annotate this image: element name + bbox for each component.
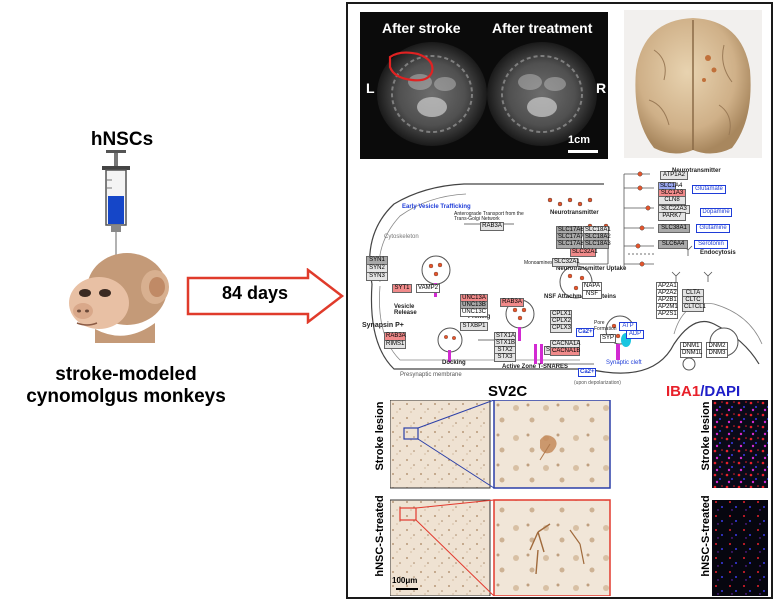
dapi-title: /DAPI (700, 383, 741, 400)
presynaptic-membrane-label: Presynaptic membrane (400, 372, 462, 378)
glutamate-box: Glutamate (692, 185, 726, 194)
gene-cltcl1: CLTCL1 (682, 303, 706, 312)
gene-stx3: STX3 (494, 353, 516, 362)
gene-cacna1b: CACNA1B (550, 347, 581, 356)
row1-label-left: Stroke lesion (374, 401, 386, 471)
monoamines-label: Monoamines (524, 260, 553, 266)
row1-label-right: Stroke lesion (700, 401, 712, 471)
gene-slc18a3: SLC18A3 (583, 240, 611, 249)
gene-park7: PARK7 (658, 212, 686, 221)
neurotransmitter-header: Neurotransmitter (672, 168, 721, 174)
neurotransmitter-uptake-label: Neurotransmitter Uptake (556, 266, 627, 272)
mri-panel: After stroke After treatment L R 1cm (360, 12, 608, 159)
gene-cln8: CLN8 (658, 196, 686, 205)
gene-unc13c: UNC13C (460, 308, 488, 317)
after-stroke-label: After stroke (382, 20, 461, 36)
brain-photo (624, 10, 762, 158)
gene-slc32a1-b: SLC32A1 (552, 258, 580, 267)
active-zone-label: Active Zone T-SNARES (502, 364, 569, 370)
mri-scale-bar: 1cm (568, 134, 591, 146)
cytoskeleton-label: Cytoskeleton (384, 234, 419, 240)
glutamine-box: Glutamine (696, 224, 730, 233)
gene-rims1: RIMS1 (384, 340, 406, 349)
subject-line2: cynomolgus monkeys (26, 386, 226, 407)
row2-label-right: hNSC-S-treated (700, 495, 712, 577)
gene-rab3a-mid: RAB3A (500, 298, 524, 307)
pore-formation-label: Pore Formation (594, 320, 617, 332)
gene-dnm3: DNM3 (706, 349, 728, 358)
iba1-title: IBA1 (666, 383, 701, 400)
subject-line1: stroke-modeled (55, 364, 197, 385)
neurotransmitter-mid-label: Neurotransmitter (550, 210, 599, 216)
ca-depol-label: (upon depolarization) (574, 380, 621, 386)
serotonin-box: Serotonin (694, 240, 728, 249)
sv2c-histology-panels (390, 400, 611, 596)
arrow-label: 84 days (221, 283, 289, 303)
syringe-icon (102, 150, 130, 258)
ca-box-1: Ca2+ (576, 328, 594, 337)
iba1-dapi-title: IBA1/DAPI (666, 383, 740, 400)
iba1-dapi-panels (712, 400, 768, 596)
row2-label-left: hNSC-S-treated (374, 495, 386, 577)
gene-syt1: SYT1 (392, 284, 412, 293)
anterograde-label: Anterograde Transport from the Trans-Gol… (454, 211, 524, 222)
gene-slc38a1: SLC38A1 (658, 224, 690, 233)
synaptic-pathway-diagram: Neurotransmitter Early Vesicle Trafficki… (354, 164, 766, 388)
gene-syp: SYP (600, 334, 616, 343)
histology-scale-bar: 100μm (392, 576, 418, 585)
gene-ap2s1: AP2S1 (656, 310, 678, 319)
gene-nsf: NSF (582, 290, 602, 299)
gene-slc6a4: SLC6A4 (658, 240, 688, 249)
synaptic-cleft-label: Synaptic cleft (606, 360, 642, 366)
nsf-attachment-label: NSF Attachment Proteins (544, 294, 617, 300)
timeline-arrow (186, 268, 345, 324)
gene-cplx3: CPLX3 (550, 324, 572, 333)
cell-label: hNSCs (90, 129, 154, 150)
vesicle-release-label: Vesicle Release (394, 304, 417, 316)
ca-box-2: Ca2+ (578, 368, 596, 377)
docking-label: Docking (442, 360, 466, 366)
gene-slc32a1: SLC32A1 (570, 248, 598, 257)
synapsin-label: Synapsin P+ (362, 322, 404, 329)
gene-syn3: SYN3 (366, 272, 388, 281)
gene-rab3a-top: RAB3A (480, 222, 504, 231)
gene-stxbp1: STXBP1 (460, 322, 488, 331)
endocytosis-label: Endocytosis (700, 250, 736, 256)
side-left-label: L (366, 80, 375, 96)
gene-slc17a8: SLC17A8 (556, 240, 584, 249)
gene-vamp2: VAMP2 (416, 284, 440, 293)
adp-box: ADP (626, 330, 644, 339)
sv2c-title: SV2C (488, 383, 528, 400)
side-right-label: R (596, 80, 607, 96)
gene-atp1a2: ATP1A2 (660, 171, 688, 180)
early-vesicle-label: Early Vesicle Trafficking (402, 204, 471, 210)
dopamine-box: Dopamine (700, 208, 732, 217)
priming-label: Priming (468, 314, 491, 320)
gene-dnm1l: DNM1L (680, 349, 703, 358)
monkey-icon (69, 253, 169, 343)
after-treatment-label: After treatment (492, 20, 593, 36)
results-panel (346, 2, 773, 599)
